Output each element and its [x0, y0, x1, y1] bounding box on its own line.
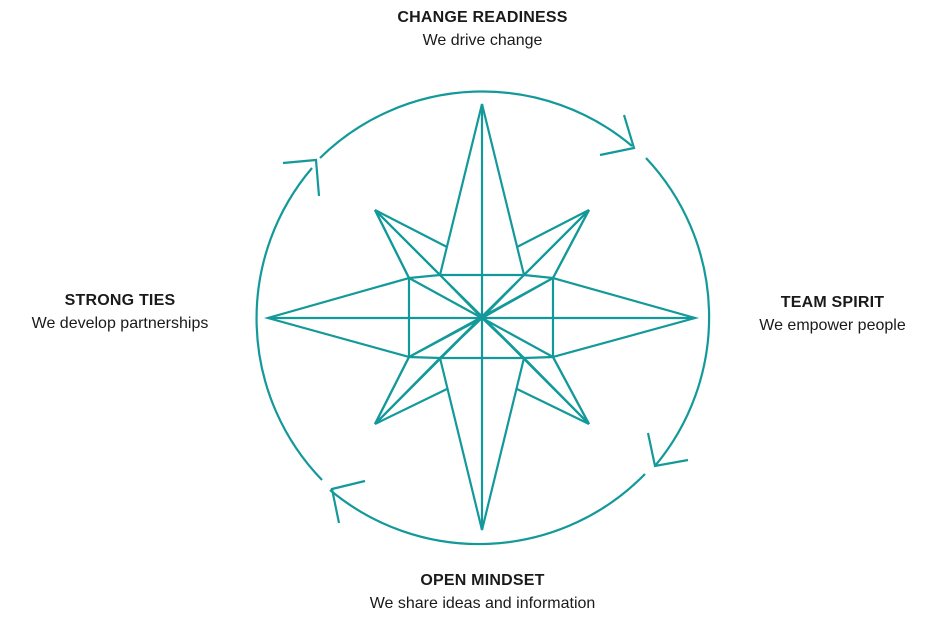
compass-facets — [374, 209, 590, 425]
value-title: STRONG TIES — [64, 292, 176, 309]
arrow-head-bottom-left — [330, 479, 366, 524]
arrow-head-bottom-right — [646, 432, 689, 468]
cycle-arc-top — [319, 90, 633, 159]
cycle-arc-left — [255, 167, 323, 481]
value-label-strong-ties: STRONG TIES We develop partnerships — [0, 291, 240, 335]
value-title: TEAM SPIRIT — [780, 294, 885, 311]
value-description: We share ideas and information — [369, 595, 596, 612]
value-description: We develop partnerships — [31, 315, 209, 332]
value-description: We drive change — [422, 32, 543, 49]
compass-rays — [268, 104, 695, 530]
value-label-change-readiness: CHANGE READINESS We drive change — [340, 8, 625, 52]
value-label-team-spirit: TEAM SPIRIT We empower people — [736, 293, 929, 337]
value-title: CHANGE READINESS — [397, 9, 568, 26]
cycle-arc-bottom — [329, 473, 646, 546]
cycle-arc-right — [645, 157, 711, 467]
arrow-head-top-left — [282, 158, 321, 197]
arrow-head-top-right — [599, 114, 636, 157]
value-label-open-mindset: OPEN MINDSET We share ideas and informat… — [360, 571, 605, 615]
value-description: We empower people — [759, 317, 906, 334]
value-title: OPEN MINDSET — [420, 572, 545, 589]
